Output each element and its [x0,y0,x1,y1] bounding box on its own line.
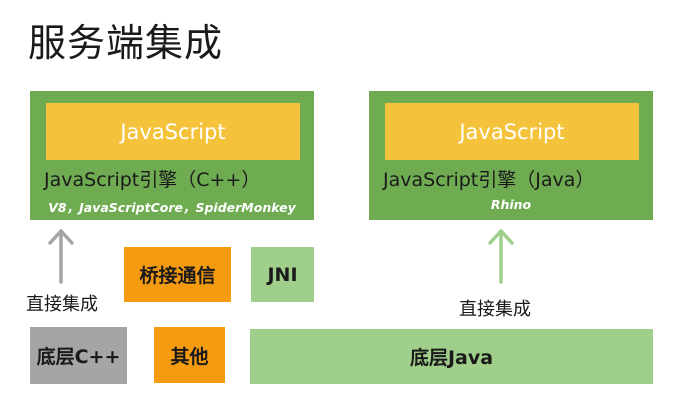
page-title: 服务端集成 [28,21,224,65]
cpp-engine-box: JavaScript JavaScript引擎（C++） V8，JavaScri… [30,91,314,220]
cpp-javascript-box: JavaScript [46,103,300,160]
cpp-javascript-label: JavaScript [120,119,226,144]
left-arrow-head [48,229,74,245]
right-arrow-head [488,229,514,245]
java-engine-box: JavaScript JavaScript引擎（Java） Rhino [369,91,653,220]
other-label: 其他 [170,345,209,368]
jni-box: JNI [251,247,314,302]
right-up-arrow-icon [488,229,514,284]
other-box: 其他 [154,327,225,383]
bridge-communication-label: 桥接通信 [139,265,216,287]
cpp-base-label: 底层C++ [36,346,121,368]
cpp-engine-label: JavaScript引擎（C++） [44,169,261,191]
right-direct-integration-caption: 直接集成 [459,299,531,320]
java-engine-examples: Rhino [490,197,532,212]
jni-label: JNI [267,263,298,286]
java-base-label: 底层Java [409,347,494,369]
cpp-base-box: 底层C++ [30,327,127,384]
cpp-engine-examples: V8，JavaScriptCore，SpiderMonkey [48,200,296,215]
left-direct-integration-caption: 直接集成 [26,294,98,315]
left-up-arrow-icon [48,229,74,284]
bridge-communication-box: 桥接通信 [124,247,231,302]
java-javascript-box: JavaScript [385,103,639,160]
java-javascript-label: JavaScript [459,119,565,144]
java-engine-label: JavaScript引擎（Java） [383,169,595,191]
java-base-box: 底层Java [250,329,653,384]
